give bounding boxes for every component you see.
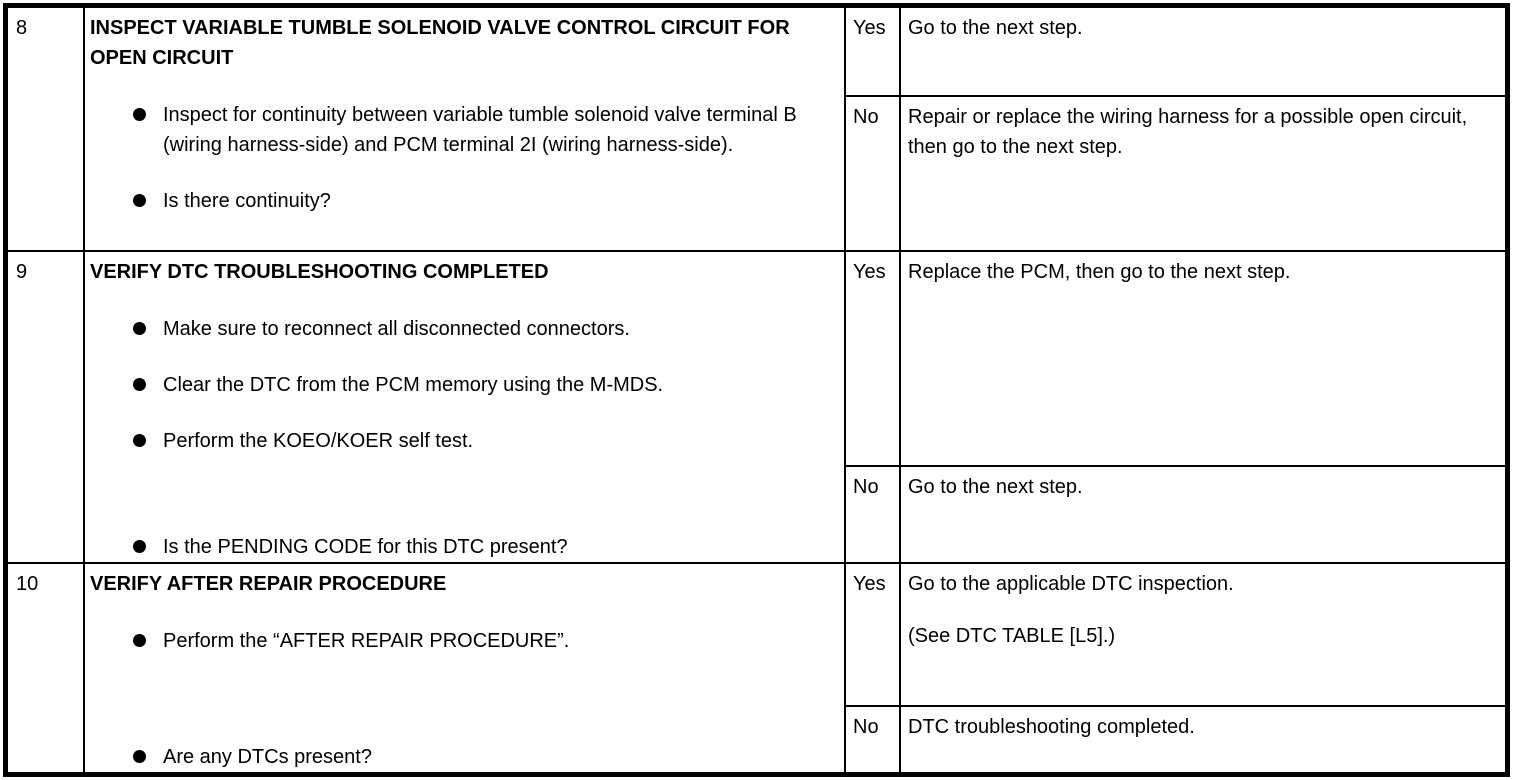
- question-bullet: Is the PENDING CODE for this DTC present…: [133, 532, 836, 562]
- troubleshooting-table: 8 INSPECT VARIABLE TUMBLE SOLENOID VALVE…: [3, 3, 1510, 777]
- question-bullet: Are any DTCs present?: [133, 742, 836, 772]
- action-bullet-list: Perform the “AFTER REPAIR PROCEDURE”. Ar…: [90, 626, 836, 772]
- step-number: 9: [16, 260, 28, 283]
- step-number-cell: 9: [8, 251, 85, 562]
- yes-result-note: (See DTC TABLE [L5].): [908, 625, 1116, 647]
- yes-label-cell: Yes: [846, 564, 901, 705]
- yes-branch-row: Yes Go to the next step.: [846, 8, 1505, 97]
- action-cell: VERIFY AFTER REPAIR PROCEDURE Perform th…: [85, 564, 846, 772]
- action-title: INSPECT VARIABLE TUMBLE SOLENOID VALVE C…: [90, 17, 790, 69]
- no-label-cell: No: [846, 707, 901, 772]
- action-cell: INSPECT VARIABLE TUMBLE SOLENOID VALVE C…: [85, 8, 846, 250]
- yes-label-cell: Yes: [846, 251, 901, 465]
- branch-cell: Yes Replace the PCM, then go to the next…: [846, 251, 1505, 562]
- no-result-cell: Repair or replace the wiring harness for…: [908, 106, 1468, 158]
- action-cell: VERIFY DTC TROUBLESHOOTING COMPLETED Mak…: [85, 251, 846, 562]
- action-bullet: Inspect for continuity between variable …: [133, 100, 836, 160]
- yes-result-text: Go to the applicable DTC inspection.: [908, 573, 1234, 595]
- no-branch-row: No DTC troubleshooting completed.: [846, 707, 1505, 772]
- no-branch-row: No Go to the next step.: [846, 466, 1505, 562]
- no-label-cell: No: [846, 466, 901, 562]
- branch-cell: Yes Go to the next step. No Repair or re…: [846, 8, 1505, 250]
- branch-cell: Yes Go to the applicable DTC inspection.…: [846, 564, 1505, 772]
- step-number-cell: 10: [8, 564, 85, 772]
- no-branch-row: No Repair or replace the wiring harness …: [846, 97, 1505, 250]
- action-bullet: Clear the DTC from the PCM memory using …: [133, 370, 836, 400]
- table-row-step-8: 8 INSPECT VARIABLE TUMBLE SOLENOID VALVE…: [8, 8, 1505, 250]
- table-row-step-10: 10 VERIFY AFTER REPAIR PROCEDURE Perform…: [8, 562, 1505, 772]
- action-bullet-list: Inspect for continuity between variable …: [90, 100, 836, 216]
- table-row-step-9: 9 VERIFY DTC TROUBLESHOOTING COMPLETED M…: [8, 249, 1505, 562]
- yes-result-cell: Replace the PCM, then go to the next ste…: [908, 260, 1291, 283]
- action-bullet: Perform the KOEO/KOER self test.: [133, 426, 836, 456]
- yes-label-cell: Yes: [846, 8, 901, 95]
- question-bullet: Is there continuity?: [133, 186, 836, 216]
- action-bullet: Perform the “AFTER REPAIR PROCEDURE”.: [133, 626, 836, 656]
- no-result-cell: Go to the next step.: [908, 475, 1083, 498]
- yes-result-cell: Go to the next step.: [908, 17, 1083, 39]
- step-number: 8: [16, 17, 28, 39]
- yes-branch-row: Yes Go to the applicable DTC inspection.…: [846, 564, 1505, 707]
- yes-result-cell: Go to the applicable DTC inspection. (Se…: [901, 564, 1505, 705]
- step-number-cell: 8: [8, 8, 85, 250]
- action-title: VERIFY AFTER REPAIR PROCEDURE: [90, 573, 447, 595]
- no-result-cell: DTC troubleshooting completed.: [908, 716, 1195, 738]
- yes-branch-row: Yes Replace the PCM, then go to the next…: [846, 251, 1505, 467]
- action-bullet: Make sure to reconnect all disconnected …: [133, 314, 836, 344]
- no-label-cell: No: [846, 97, 901, 250]
- action-title: VERIFY DTC TROUBLESHOOTING COMPLETED: [90, 260, 549, 283]
- action-bullet-list: Make sure to reconnect all disconnected …: [90, 314, 836, 562]
- step-number: 10: [16, 573, 39, 595]
